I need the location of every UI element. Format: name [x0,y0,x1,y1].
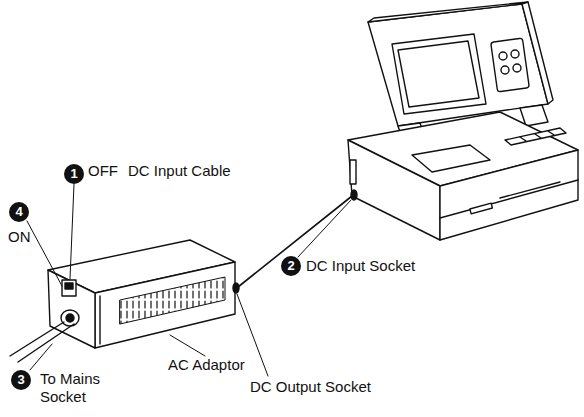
switch-label: OFF [88,162,118,180]
part-label: To Mains Socket [40,370,124,406]
part-label: AC Adaptor [168,356,245,374]
callout-number: 4 [9,202,29,222]
part-label: DC Output Socket [250,378,371,396]
video-device [348,2,578,240]
callout-number: 2 [281,256,301,276]
callout-number: 1 [64,164,84,184]
callout-discs [9,164,301,390]
switch-label: ON [8,228,31,246]
part-label: DC Input Socket [306,257,415,275]
ac-adaptor [48,240,239,348]
part-label: DC Input Cable [128,162,231,180]
leader-lines [27,184,351,376]
callout-number: 3 [11,370,31,390]
